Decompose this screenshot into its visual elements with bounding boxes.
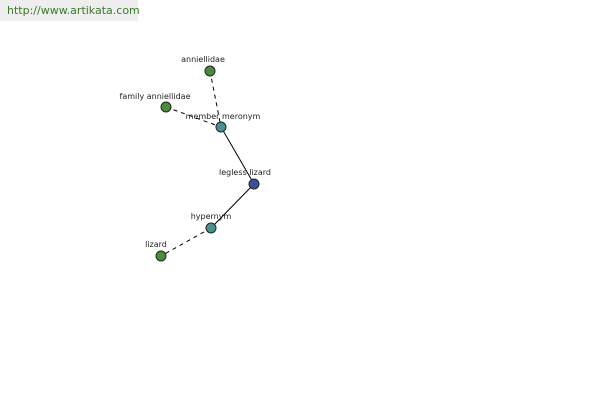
node-dot-anniellidae[interactable] [204, 65, 216, 77]
edge-anniellidae-to-member-meronym [209, 70, 222, 128]
node-hypernym[interactable]: hypernym [191, 212, 232, 234]
node-legless-lizard[interactable]: legless lizard [219, 168, 271, 190]
site-url-link[interactable]: http://www.artikata.com [7, 4, 140, 17]
node-label-anniellidae: anniellidae [181, 55, 225, 64]
node-family-anniellidae[interactable]: family anniellidae [120, 92, 191, 113]
node-lizard[interactable]: lizard [145, 240, 167, 262]
nodes-layer: anniellidae family anniellidae member mero… [120, 55, 271, 262]
edge-hypernym-to-lizard [160, 227, 212, 257]
node-dot-family-anniellidae[interactable] [160, 101, 172, 113]
node-dot-legless-lizard[interactable] [248, 178, 260, 190]
site-link-box[interactable]: http://www.artikata.com [0, 0, 140, 21]
node-anniellidae[interactable]: anniellidae [181, 55, 225, 77]
node-label-lizard: lizard [145, 240, 167, 249]
edge-legless-lizard-to-hypernym [210, 183, 255, 229]
node-label-hypernym: hypernym [191, 212, 232, 221]
edges-layer [160, 70, 255, 257]
node-dot-hypernym[interactable] [205, 222, 217, 234]
edge-family-anniellidae-to-member-meronym [165, 106, 222, 128]
node-label-legless-lizard: legless lizard [219, 168, 271, 177]
edge-member-meronym-to-legless-lizard [220, 126, 255, 185]
node-dot-lizard[interactable] [155, 250, 167, 262]
node-label-member-meronym: member meronym [186, 112, 261, 121]
node-dot-member-meronym[interactable] [215, 121, 227, 133]
node-label-family-anniellidae: family anniellidae [120, 92, 191, 101]
node-member-meronym[interactable]: member meronym [186, 112, 261, 133]
